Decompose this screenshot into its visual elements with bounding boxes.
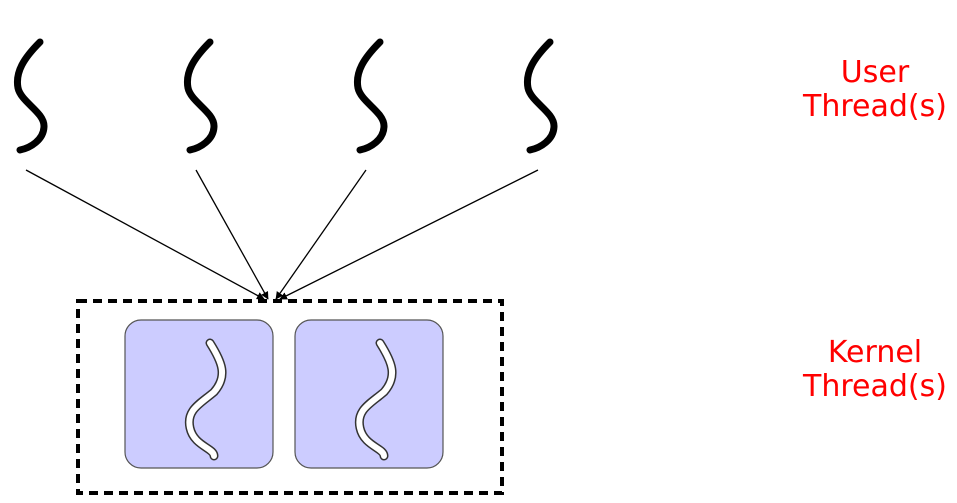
user-thread-3-icon [353,38,388,154]
kernel-threads-label: Kernel Thread(s) [785,336,957,404]
kernel-thread-1-icon [186,340,226,459]
user-label-line2: Thread(s) [803,89,947,124]
user-thread-1-icon [13,38,48,154]
user-threads-group [13,38,558,154]
arrow-user-3 [275,169,367,300]
arrow-user-2 [195,169,269,300]
user-label-line1: User [840,55,910,90]
kernel-thread-1 [124,319,274,469]
mapping-arrows-group [25,169,539,300]
kernel-thread-1-box [124,319,274,469]
kernel-thread-2-icon [356,340,396,459]
user-thread-2-icon [183,38,218,154]
user-thread-4-icon [523,38,558,154]
kernel-thread-2 [294,319,444,469]
user-threads-label: User Thread(s) [785,56,957,124]
arrow-user-1 [25,169,265,300]
kernel-threads-group [124,319,444,469]
arrow-user-4 [279,169,539,300]
kernel-label-line1: Kernel [827,335,923,370]
kernel-label-line2: Thread(s) [803,369,947,404]
kernel-thread-2-box [294,319,444,469]
kernel-thread-container [76,299,504,495]
